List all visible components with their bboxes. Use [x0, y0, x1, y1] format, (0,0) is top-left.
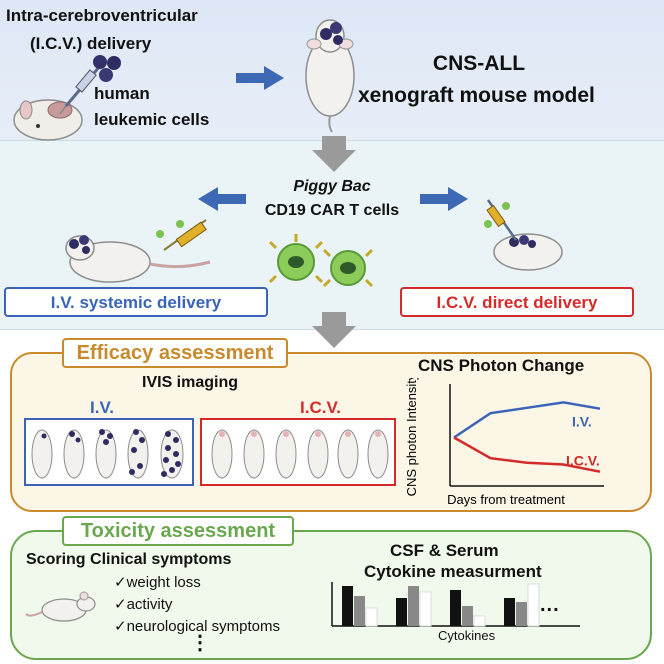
icv-delivery-box: I.C.V. direct delivery [400, 287, 634, 317]
csf-title-line1: CSF & Serum [390, 541, 499, 560]
cells-label-line1: human [94, 84, 150, 103]
icv-label-line2: (I.C.V.) delivery [30, 34, 152, 53]
iv-mouse-icon [65, 219, 211, 283]
icv-injection-icon [13, 65, 102, 141]
down-arrow-2-icon [312, 312, 356, 348]
series-line-iv [453, 401, 601, 439]
series-label-iv: I.V. [572, 414, 592, 430]
chart-ylabel-line1: CNS photon Intensity [404, 378, 419, 496]
toxicity-panel [10, 530, 652, 660]
series-label-icv: I.C.V. [566, 453, 600, 469]
car-t-cells-icon [268, 234, 374, 288]
iv-delivery-box: I.V. systemic delivery [4, 287, 268, 317]
csf-title-line2: Cytokine measurment [364, 562, 542, 581]
cytokine-axis-label: Cytokines [438, 628, 496, 643]
cart-title-line1: Piggy Bac [293, 178, 371, 195]
symptom-item: ✓weight loss [114, 574, 201, 591]
leukemic-cells-icon [93, 55, 121, 82]
iv-group-label: I.V. [90, 398, 114, 417]
model-title-line2: xenograft mouse model [358, 84, 595, 107]
efficacy-heading: Efficacy assessment [62, 338, 288, 368]
chart-xlabel: Days from treatment [447, 492, 565, 507]
icv-delivery-label: I.C.V. direct delivery [436, 293, 598, 312]
icv-group-label: I.C.V. [300, 398, 341, 417]
chart-title: CNS Photon Change [418, 356, 585, 375]
icv-mouse-icon [484, 199, 563, 271]
photon-change-chart: CNS photon Intensity Days from treatment… [404, 378, 604, 507]
iv-ivis-box [24, 418, 194, 486]
iv-delivery-label: I.V. systemic delivery [50, 293, 222, 312]
symptom-item: ✓activity [114, 596, 173, 613]
model-title-line1: CNS-ALL [432, 52, 526, 75]
symptom-item: ✓neurological symptoms [114, 618, 280, 635]
arrow-right-mid-icon [420, 187, 468, 211]
cart-title-line2: CD19 CAR T cells [264, 202, 400, 219]
cytokine-bar-icon [331, 582, 580, 627]
arrow-right-icon [236, 66, 284, 90]
arrow-left-icon [198, 187, 246, 211]
icv-label-line1: Intra-cerebroventricular [6, 6, 198, 25]
iv-mice-icons [31, 429, 184, 479]
xenograft-mouse-icon [305, 19, 355, 133]
scoring-title: Scoring Clinical symptoms [26, 551, 232, 568]
toxicity-mouse-icon [25, 591, 96, 622]
more-indicator: ⋮ [190, 632, 210, 654]
cells-label-line2: leukemic cells [94, 110, 210, 129]
cytokine-ellipsis: ... [540, 594, 560, 616]
down-arrow-icon [312, 136, 356, 172]
icv-ivis-box [200, 418, 396, 486]
ivis-label: IVIS imaging [142, 374, 239, 391]
symptom-list: ✓weight loss ✓activity ✓neurological sympt… [114, 572, 280, 638]
toxicity-heading: Toxicity assessment [62, 516, 294, 546]
series-line-icv [453, 436, 601, 473]
icv-mice-icons [211, 429, 389, 479]
